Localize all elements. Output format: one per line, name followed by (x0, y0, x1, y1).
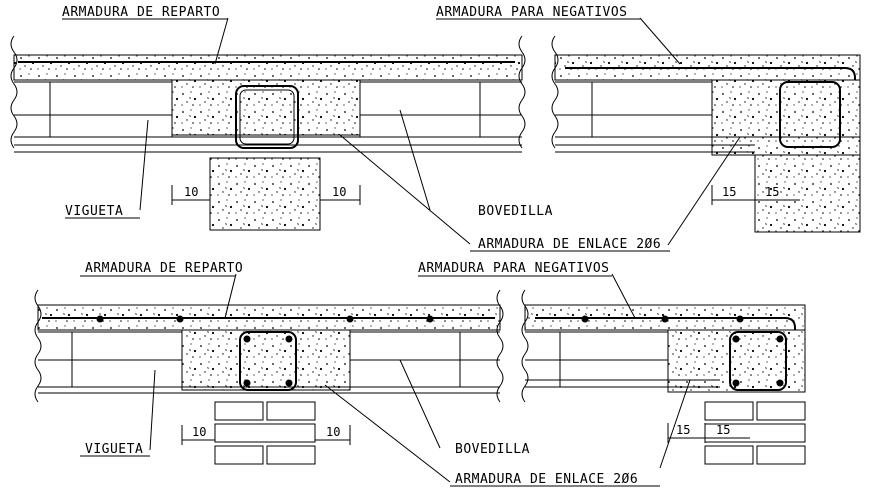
label-negativos-bottom: ARMADURA PARA NEGATIVOS (418, 261, 610, 276)
label-reparto-top: ARMADURA DE REPARTO (62, 5, 220, 20)
label-bovedilla-bottom: BOVEDILLA (455, 442, 530, 457)
label-vigueta-top: VIGUETA (65, 204, 123, 219)
label-vigueta-bottom: VIGUETA (85, 442, 143, 457)
label-bovedilla-top: BOVEDILLA (478, 204, 553, 219)
dim-top-left-a: 10 (184, 185, 198, 199)
top-left-slab-detail: 10 10 (10, 17, 526, 245)
dim-bottom-left-b: 10 (326, 425, 340, 439)
bottom-right-slab-detail: 15 15 (521, 273, 806, 469)
dim-top-right-a: 15 (722, 185, 736, 199)
top-right-slab-detail: 15 15 (551, 17, 861, 246)
dim-bottom-right-a: 15 (676, 423, 690, 437)
label-enlace-bottom: ARMADURA DE ENLACE 2Ø6 (455, 472, 638, 487)
label-enlace-top: ARMADURA DE ENLACE 2Ø6 (478, 237, 661, 252)
dim-top-left-b: 10 (332, 185, 346, 199)
label-negativos-top: ARMADURA PARA NEGATIVOS (436, 5, 628, 20)
dim-bottom-left-a: 10 (192, 425, 206, 439)
label-reparto-bottom: ARMADURA DE REPARTO (85, 261, 243, 276)
dim-bottom-right-b: 15 (716, 423, 730, 437)
bottom-left-slab-detail: 10 10 (34, 273, 504, 483)
dim-top-right-b: 15 (765, 185, 779, 199)
